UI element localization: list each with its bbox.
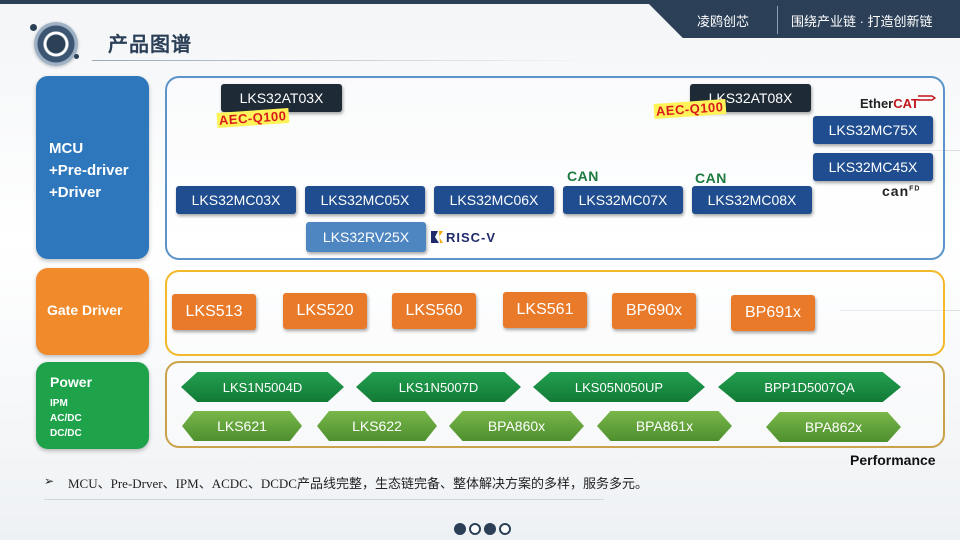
product-chip[interactable]: LKS622 <box>317 411 437 441</box>
ethercat-arrow-icon <box>918 95 936 101</box>
header-slogan: 围绕产业链 · 打造创新链 <box>791 14 933 29</box>
ethercat-text: Ether <box>860 96 894 111</box>
category-gate-label: Gate Driver <box>47 302 123 318</box>
product-chip[interactable]: LKS32RV25X <box>306 222 426 252</box>
product-chip[interactable]: LKS05N050UP <box>533 372 705 402</box>
pager <box>454 523 511 535</box>
canfd-logo: canFD <box>882 183 920 199</box>
product-chip[interactable]: LKS32MC07X <box>563 186 683 214</box>
logo-dot-icon <box>30 24 37 31</box>
riscv-mark-icon <box>431 231 443 243</box>
product-chip[interactable]: LKS560 <box>392 293 476 329</box>
bullet-arrow-icon: ➢ <box>44 474 55 488</box>
product-chip[interactable]: BP690x <box>612 293 696 329</box>
summary-text: MCU、Pre-Drver、IPM、ACDC、DCDC产品线完整，生态链完备、整… <box>68 476 648 491</box>
category-mcu-line: MCU <box>49 140 84 157</box>
category-power[interactable]: Power IPM AC/DC DC/DC <box>36 362 149 449</box>
ethercat-text: CAT <box>893 96 919 111</box>
performance-label: Performance <box>850 452 936 468</box>
can-badge: CAN <box>695 170 727 186</box>
category-gate-driver[interactable]: Gate Driver <box>36 268 149 355</box>
category-mcu-line: +Driver <box>49 184 102 201</box>
product-chip[interactable]: LKS621 <box>182 411 302 441</box>
category-power-title: Power <box>50 374 93 390</box>
header-tab: 凌鸥创芯 围绕产业链 · 打造创新链 <box>645 0 960 38</box>
decor-line <box>840 310 960 311</box>
product-chip[interactable]: BPA861x <box>597 411 732 441</box>
category-power-item: AC/DC <box>50 413 82 424</box>
category-power-item: IPM <box>50 398 68 409</box>
product-chip[interactable]: LKS1N5007D <box>356 372 521 402</box>
product-chip[interactable]: LKS32MC06X <box>434 186 554 214</box>
logo-dot-icon <box>74 54 79 59</box>
product-chip[interactable]: BP691x <box>731 295 815 331</box>
product-chip[interactable]: LKS513 <box>172 294 256 330</box>
product-chip[interactable]: LKS32MC05X <box>305 186 425 214</box>
product-chip[interactable]: LKS520 <box>283 293 367 329</box>
product-chip[interactable]: LKS32MC45X <box>813 153 933 181</box>
product-chip[interactable]: LKS561 <box>503 292 587 328</box>
product-chip[interactable]: BPA860x <box>449 411 584 441</box>
top-bar <box>0 0 960 4</box>
pager-dot[interactable] <box>469 523 481 535</box>
product-chip[interactable]: LKS32MC75X <box>813 116 933 144</box>
header-divider <box>777 6 778 34</box>
category-mcu-line: +Pre-driver <box>49 162 129 179</box>
ethercat-logo: EtherCAT <box>860 96 919 111</box>
logo-ring-icon <box>34 22 78 66</box>
bottom-divider <box>44 499 604 500</box>
product-chip[interactable]: BPP1D5007QA <box>718 372 901 402</box>
pager-dot[interactable] <box>484 523 496 535</box>
pager-dot[interactable] <box>454 523 466 535</box>
category-power-item: DC/DC <box>50 428 82 439</box>
product-chip[interactable]: LKS32MC03X <box>176 186 296 214</box>
title-divider <box>92 60 592 61</box>
riscv-logo: RISC-V <box>446 230 497 245</box>
category-mcu[interactable]: MCU +Pre-driver +Driver <box>36 76 149 259</box>
canfd-text: can <box>882 183 910 199</box>
product-chip[interactable]: LKS32AT03X <box>221 84 342 112</box>
decor-line <box>840 150 960 151</box>
pager-dot[interactable] <box>499 523 511 535</box>
product-chip[interactable]: BPA862x <box>766 412 901 442</box>
product-chip[interactable]: LKS32MC08X <box>692 186 812 214</box>
company-name: 凌鸥创芯 <box>697 14 750 29</box>
product-chip[interactable]: LKS1N5004D <box>181 372 344 402</box>
page-title: 产品图谱 <box>108 34 192 56</box>
canfd-text: FD <box>909 185 921 193</box>
can-badge: CAN <box>567 168 599 184</box>
